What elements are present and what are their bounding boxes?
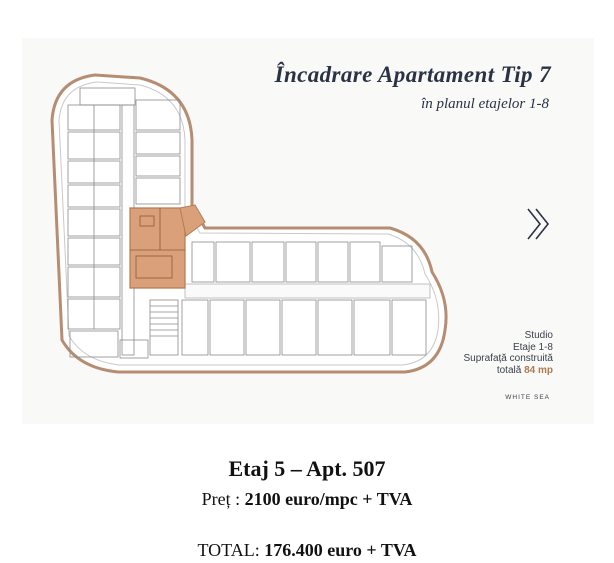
price-value: 2100 euro/mpc + TVA: [244, 489, 413, 509]
unit-total-area: totală 84 mp: [464, 364, 553, 377]
central-block-rooms: [119, 99, 181, 359]
east-wing-top-rooms: [191, 241, 413, 283]
unit-floors: Etaje 1-8: [512, 341, 553, 353]
total-line: TOTAL: 176.400 euro + TVA: [0, 540, 614, 561]
unit-total-prefix: totală: [496, 364, 522, 376]
highlighted-apartment-walls: [130, 208, 185, 279]
east-corridor: [184, 283, 431, 299]
unit-area-label: Suprafață construită: [463, 353, 554, 364]
unit-info: Studio Etaje 1-8 Suprafață construită to…: [464, 330, 554, 376]
plan-subtitle: în planul etajelor 1-8: [421, 96, 549, 112]
double-chevron-right-icon[interactable]: [524, 205, 554, 243]
plan-title: Încadrare Apartament Tip 7: [274, 62, 551, 87]
price-label: Preț :: [201, 489, 241, 509]
brand-logo: WHITE SEA: [505, 394, 550, 401]
building-outline: [50, 73, 448, 374]
total-label: TOTAL:: [197, 540, 260, 560]
west-wing-rooms: [67, 87, 136, 358]
price-line: Preț : 2100 euro/mpc + TVA: [0, 489, 614, 510]
total-value: 176.400 euro + TVA: [264, 540, 417, 560]
highlighted-apartment: [129, 207, 186, 289]
unit-total-value: 84 mp: [524, 364, 553, 376]
apartment-heading: Etaj 5 – Apt. 507: [228, 456, 386, 481]
east-wing-bottom-rooms: [181, 299, 427, 356]
building-inner-outline: [58, 81, 440, 366]
unit-type: Studio: [524, 330, 553, 341]
highlighted-balcony: [179, 204, 206, 237]
